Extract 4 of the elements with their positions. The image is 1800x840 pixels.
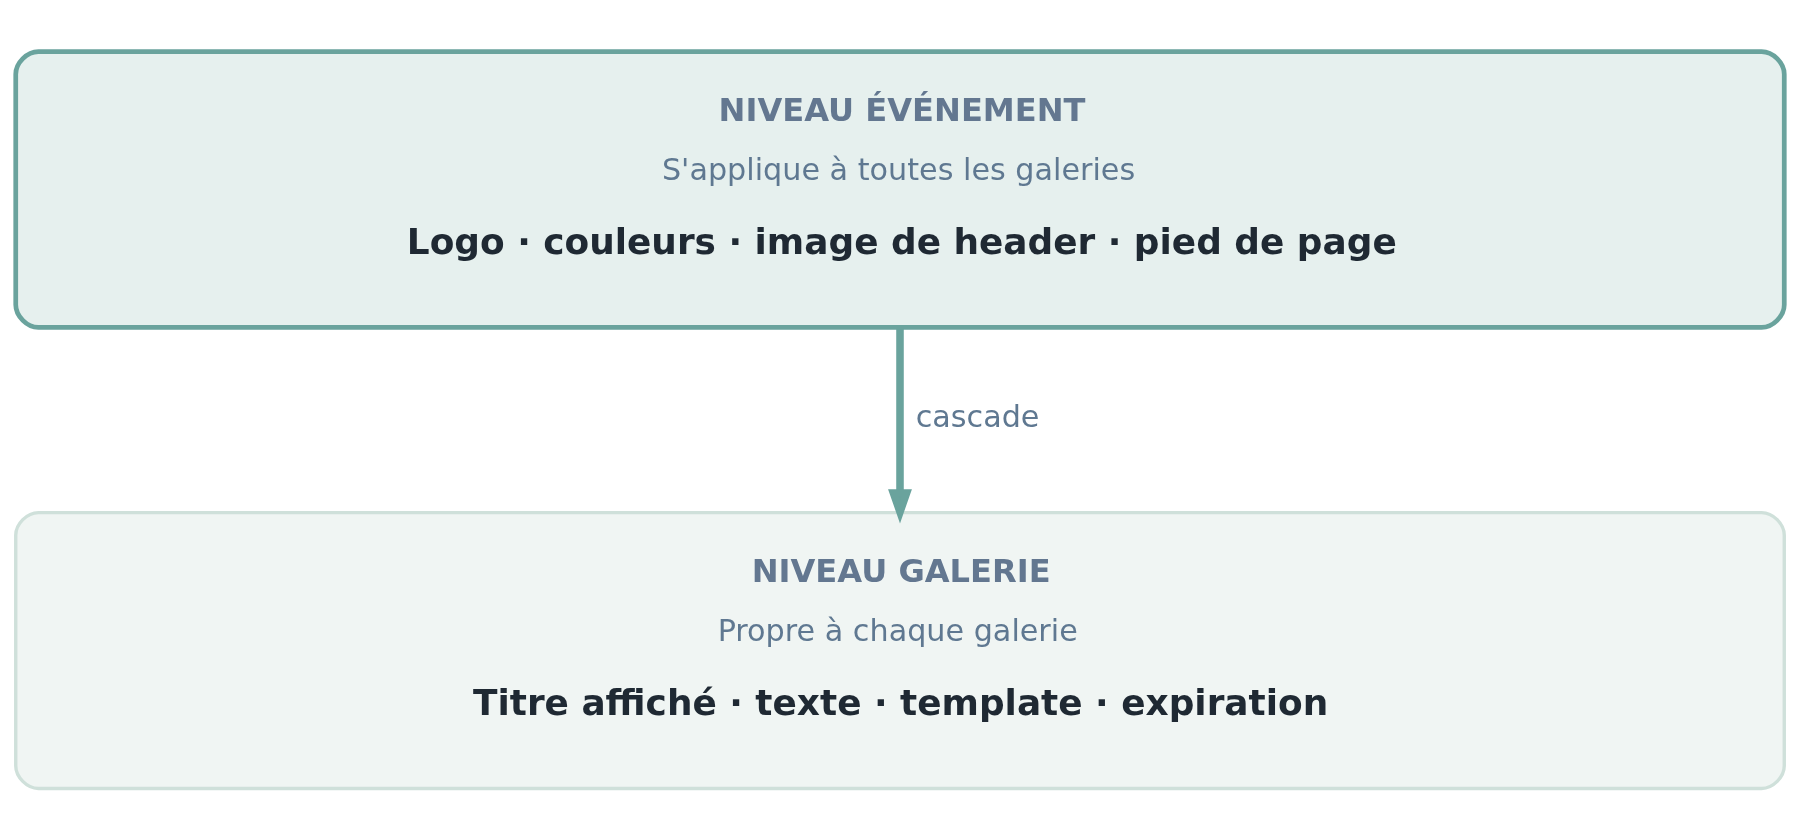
arrow bbox=[888, 327, 912, 524]
node-box: NIVEAU GALERIE Propre à chaque galerie Titre affiché · texte · template · expiration bbox=[14, 510, 1786, 791]
node-box: NIVEAU ÉVÉNEMENT S'applique à toutes les galeries Logo · couleurs · image de header · pied de page bbox=[13, 49, 1787, 330]
edge-label: cascade bbox=[915, 399, 1040, 435]
